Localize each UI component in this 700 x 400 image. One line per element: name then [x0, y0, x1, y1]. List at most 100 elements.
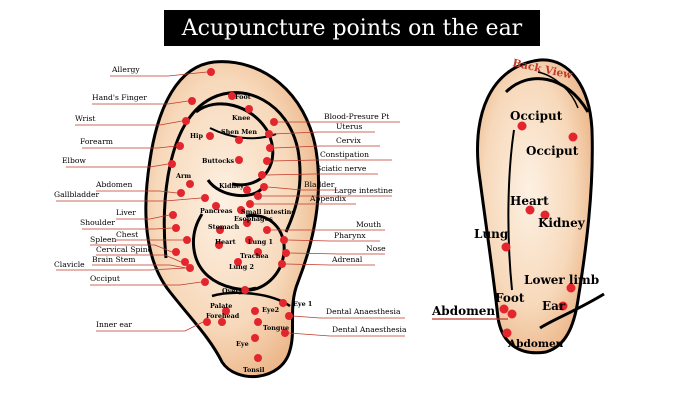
right-labels: Blood-Presure Pt Uterus Cervix Constipat…: [304, 112, 407, 334]
point-arm: [186, 180, 194, 188]
point-adrenal: [278, 260, 286, 268]
point-nose: [282, 249, 290, 257]
point-sciatic: [258, 171, 266, 179]
point-allergy: [207, 68, 215, 76]
back-label-kidney: Kidney: [538, 216, 586, 230]
point-cervical-spine: [181, 258, 189, 266]
point-hands-finger: [188, 97, 196, 105]
diagram-title: Acupuncture points on the ear: [181, 15, 523, 41]
point-heart: [215, 241, 223, 249]
point-large-intestine: [254, 192, 262, 200]
point-lung-1: [245, 236, 253, 244]
back-ear-outline: [476, 58, 594, 355]
label-nose: Nose: [366, 244, 386, 253]
point-shoulder: [172, 224, 180, 232]
label-hip: Hip: [190, 132, 203, 140]
point-clavicle: [186, 264, 194, 272]
back-label-foot: Foot: [495, 291, 525, 305]
label-bladder: Bladder: [304, 180, 335, 189]
point-uterus: [265, 130, 273, 138]
point-stomach: [216, 226, 224, 234]
point-tongue: [254, 318, 262, 326]
point-inner-ear: [203, 318, 211, 326]
label-shen-men: Shen Men: [221, 128, 257, 136]
back-label-heart: Heart: [510, 194, 549, 208]
point-small-intestine: [237, 206, 245, 214]
point-overy: [241, 286, 249, 294]
point-buttocks: [235, 156, 243, 164]
label-esophagus: Esophagus: [234, 215, 273, 223]
label-eye2: Eye2: [262, 306, 279, 314]
point-abdomen: [177, 189, 185, 197]
back-label-occiput-2: Occiput: [526, 144, 579, 158]
label-constipation: Constipation: [320, 150, 369, 159]
back-point-abdomen-2: [502, 328, 512, 338]
label-forearm: Forearm: [80, 137, 113, 146]
point-cervix: [266, 144, 274, 152]
point-appendix: [246, 200, 254, 208]
back-label-abdomen-1: Abdomen: [431, 304, 495, 318]
label-overy: Overy: [222, 287, 243, 295]
back-ear-inner-curve: [507, 129, 515, 291]
point-pharynx: [280, 236, 288, 244]
label-forehead: Forehead: [206, 312, 240, 320]
back-point-occiput-2: [568, 132, 578, 142]
label-mouth: Mouth: [356, 220, 381, 229]
label-blood-pressure: Blood-Presure Pt: [324, 112, 389, 121]
label-tonsil: Tonsil: [243, 366, 265, 374]
left-labels: Allergy Hand's Finger Wrist Forearm Elbo…: [54, 65, 153, 329]
point-eye: [251, 334, 259, 342]
label-trachea: Trachea: [240, 252, 269, 260]
back-label-abdomen-2: Abdomen: [507, 338, 564, 350]
point-elbow: [168, 160, 176, 168]
right-leader-lines: [254, 121, 405, 337]
point-bladder: [260, 183, 268, 191]
left-leader-lines: [56, 71, 208, 332]
point-gallbladder: [201, 194, 209, 202]
point-palate: [222, 307, 230, 315]
label-elbow: Elbow: [62, 156, 86, 165]
label-wrist: Wrist: [75, 114, 95, 123]
label-inner-ear: Inner ear: [96, 320, 132, 329]
back-point-foot: [499, 304, 509, 314]
label-foot: Foot: [235, 93, 251, 101]
back-label-lung: Lung: [474, 227, 509, 241]
inner-labels: Foot Knee Hip Shen Men Buttocks Arm Kidn…: [175, 93, 312, 374]
label-heart: Heart: [215, 238, 236, 246]
helix-inner-curve: [162, 91, 302, 259]
back-point-occiput-1: [517, 121, 527, 131]
point-shen-men: [235, 136, 243, 144]
label-shoulder: Shoulder: [80, 218, 115, 227]
label-adrenal: Adrenal: [331, 255, 363, 264]
label-cervix: Cervix: [336, 136, 362, 145]
label-small-intestine: Small intestine: [241, 208, 295, 216]
label-uterus: Uterus: [336, 122, 362, 131]
title-banner: Acupuncture points on the ear: [164, 10, 540, 46]
back-ear: [476, 58, 605, 355]
back-labels: Back View Occiput Occiput Heart Kidney L…: [431, 57, 599, 350]
label-occiput: Occiput: [90, 274, 120, 283]
label-allergy: Allergy: [111, 65, 140, 74]
point-knee: [245, 105, 253, 113]
point-constipation: [263, 157, 271, 165]
label-brain-stem: Brain Stem: [92, 255, 135, 264]
label-clavicle: Clavicle: [54, 260, 85, 269]
label-pancreas: Pancreas: [200, 207, 233, 215]
point-blood-pressure: [270, 118, 278, 126]
label-knee: Knee: [232, 114, 250, 122]
point-liver: [169, 211, 177, 219]
point-dental-2: [281, 329, 289, 337]
point-chest: [183, 236, 191, 244]
point-pancreas: [212, 202, 220, 210]
label-buttocks: Buttocks: [202, 157, 235, 165]
point-dental-1: [285, 312, 293, 320]
label-tongue: Tongue: [263, 324, 289, 332]
point-eye-1: [279, 299, 287, 307]
back-ear-points: [499, 121, 578, 338]
back-point-heart: [525, 205, 535, 215]
point-forehead: [218, 318, 226, 326]
point-trachea: [254, 248, 262, 256]
label-spleen: Spleen: [90, 235, 116, 244]
back-view-pointer: [537, 71, 579, 109]
